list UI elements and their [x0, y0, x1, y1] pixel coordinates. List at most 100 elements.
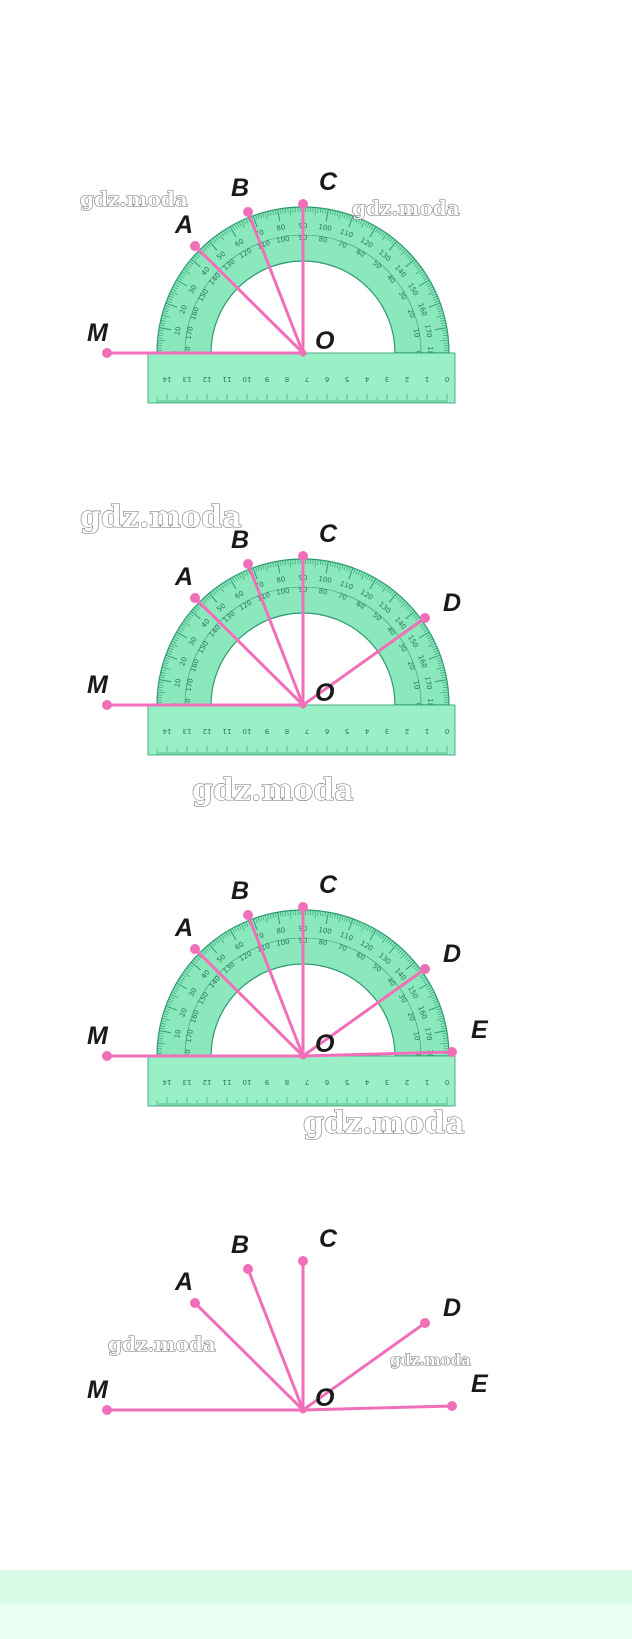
- svg-text:1: 1: [425, 375, 429, 383]
- ray-od: [301, 1321, 427, 1412]
- point-o: [299, 1406, 307, 1414]
- svg-text:8: 8: [285, 1078, 289, 1086]
- svg-text:40: 40: [200, 617, 212, 629]
- point-d: [420, 613, 430, 623]
- svg-text:50: 50: [215, 602, 227, 614]
- svg-text:6: 6: [324, 727, 329, 735]
- svg-text:3: 3: [385, 375, 389, 383]
- label-a: A: [174, 914, 193, 942]
- point-d: [420, 964, 430, 974]
- svg-text:7: 7: [305, 375, 309, 383]
- svg-text:40: 40: [385, 625, 397, 637]
- svg-text:11: 11: [223, 727, 232, 735]
- label-b: B: [231, 174, 249, 202]
- ray-oa: [193, 596, 305, 707]
- svg-text:60: 60: [234, 940, 246, 951]
- svg-text:2: 2: [405, 1078, 409, 1086]
- svg-text:11: 11: [223, 375, 232, 383]
- point-c: [298, 1256, 308, 1266]
- svg-text:4: 4: [364, 1078, 369, 1086]
- svg-text:100: 100: [276, 938, 291, 948]
- ruler-body: [147, 704, 456, 756]
- ray-oa: [193, 244, 305, 355]
- svg-text:12: 12: [203, 1078, 212, 1086]
- svg-text:60: 60: [355, 248, 367, 259]
- ray-oa: [193, 1301, 305, 1412]
- svg-text:0: 0: [445, 1078, 449, 1086]
- rays: [102, 199, 308, 358]
- protractor-ticks: [157, 207, 449, 354]
- watermark: gdz.moda: [303, 1106, 465, 1141]
- svg-text:50: 50: [215, 250, 227, 262]
- point-m: [102, 700, 112, 710]
- svg-text:12: 12: [203, 727, 212, 735]
- svg-text:70: 70: [337, 592, 348, 603]
- label-m: M: [87, 671, 109, 699]
- svg-text:10: 10: [243, 1078, 252, 1086]
- rays: [102, 551, 430, 710]
- label-d: D: [443, 940, 461, 968]
- point-a: [190, 1298, 200, 1308]
- svg-text:3: 3: [385, 1078, 389, 1086]
- point-a: [190, 241, 200, 251]
- svg-text:4: 4: [364, 727, 369, 735]
- svg-text:10: 10: [173, 678, 182, 688]
- svg-text:2: 2: [405, 727, 409, 735]
- ray-ob: [246, 1267, 305, 1412]
- point-o: [299, 701, 307, 709]
- svg-text:30: 30: [187, 987, 198, 999]
- svg-text:80: 80: [318, 235, 328, 244]
- svg-text:100: 100: [318, 575, 333, 585]
- point-e: [447, 1047, 457, 1057]
- ruler-body: [147, 352, 456, 404]
- svg-text:60: 60: [355, 600, 367, 611]
- rays: [102, 902, 457, 1061]
- svg-text:30: 30: [397, 993, 408, 1005]
- svg-text:70: 70: [254, 931, 265, 942]
- svg-text:14: 14: [162, 375, 171, 383]
- svg-text:13: 13: [183, 375, 192, 383]
- svg-text:3: 3: [385, 727, 389, 735]
- svg-text:100: 100: [318, 926, 333, 936]
- svg-text:6: 6: [324, 1078, 329, 1086]
- svg-text:100: 100: [276, 235, 291, 245]
- svg-text:100: 100: [276, 587, 291, 597]
- svg-text:4: 4: [364, 375, 369, 383]
- svg-text:80: 80: [276, 575, 286, 584]
- protractor: 1800170101602015030140401305012060110701…: [156, 558, 450, 713]
- label-c: C: [319, 520, 338, 548]
- svg-text:7: 7: [305, 727, 309, 735]
- svg-text:10: 10: [243, 375, 252, 383]
- svg-text:7: 7: [305, 1078, 309, 1086]
- svg-text:40: 40: [385, 976, 397, 988]
- svg-text:12: 12: [203, 375, 212, 383]
- bottom-band-inner: [0, 1570, 632, 1604]
- ray-ob: [246, 913, 305, 1058]
- label-d: D: [443, 1294, 461, 1322]
- svg-text:20: 20: [178, 656, 189, 667]
- label-b: B: [231, 1231, 249, 1259]
- svg-text:40: 40: [385, 273, 397, 285]
- svg-text:80: 80: [276, 223, 286, 232]
- svg-text:70: 70: [254, 228, 265, 239]
- svg-text:80: 80: [318, 587, 328, 596]
- ray-od: [301, 967, 427, 1058]
- svg-text:14: 14: [162, 1078, 171, 1086]
- ray-oa: [193, 947, 305, 1058]
- watermark: gdz.moda: [80, 187, 188, 211]
- watermark: gdz.moda: [80, 500, 242, 535]
- label-d: D: [443, 589, 461, 617]
- point-c: [298, 199, 308, 209]
- label-m: M: [87, 319, 109, 347]
- label-b: B: [231, 526, 249, 554]
- ray-oe: [301, 1050, 454, 1058]
- label-m: M: [87, 1376, 109, 1404]
- svg-text:13: 13: [183, 727, 192, 735]
- svg-text:9: 9: [265, 375, 269, 383]
